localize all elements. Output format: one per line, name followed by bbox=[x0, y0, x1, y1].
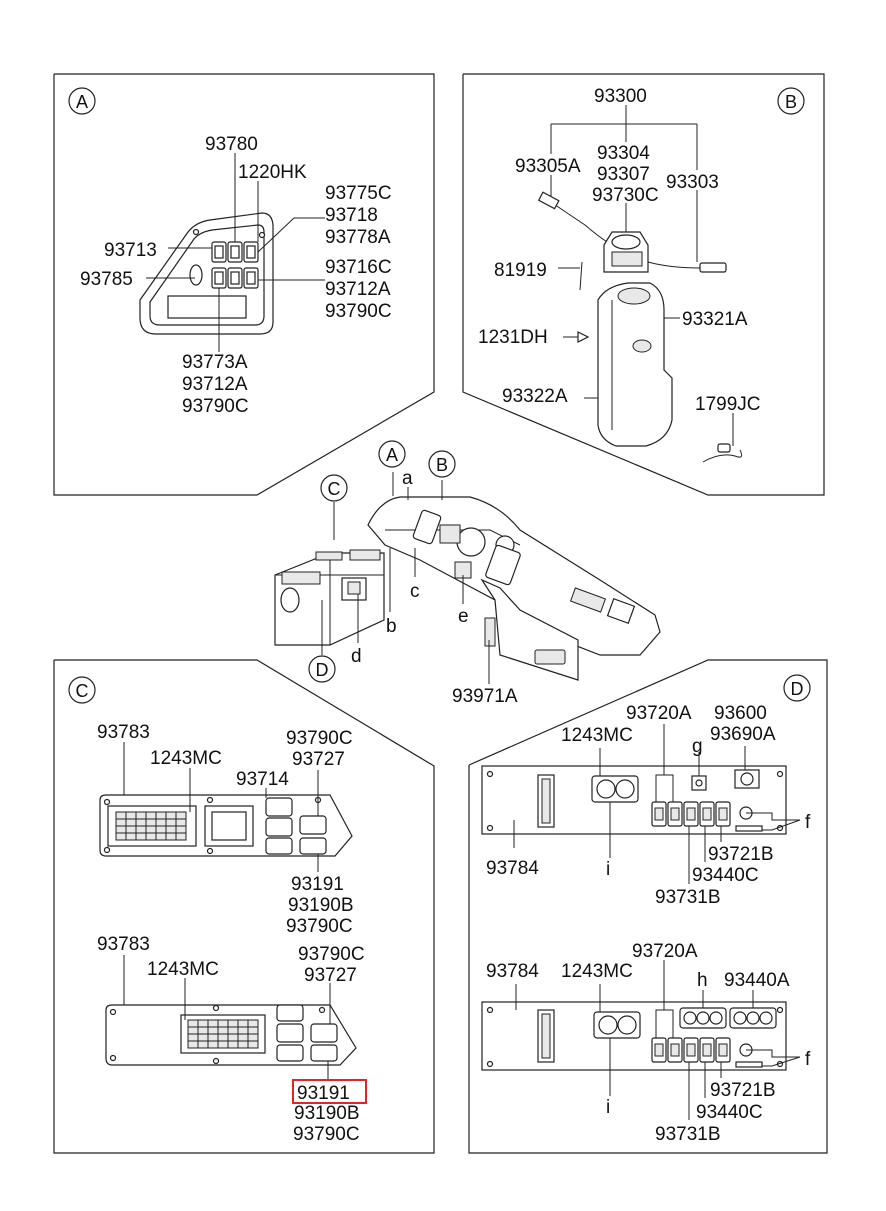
panel-d-letter: D bbox=[791, 679, 804, 699]
letter-a: a bbox=[402, 468, 413, 489]
center-dashboard: A B C D a b c d e 93971A bbox=[274, 440, 661, 707]
label-c-5: 93191 bbox=[291, 874, 344, 895]
panel-b-letter: B bbox=[785, 92, 797, 112]
label-c-7: 93790C bbox=[286, 916, 353, 937]
label-c-9: 1243MC bbox=[147, 959, 219, 980]
label-a-12: 93790C bbox=[182, 396, 249, 417]
label-b-1: 93305A bbox=[515, 156, 581, 177]
label-a-3: 93718 bbox=[325, 205, 378, 226]
label-b-4: 93730C bbox=[592, 185, 659, 206]
label-d-20: 93731B bbox=[655, 1124, 721, 1145]
panel-c-letter: C bbox=[76, 681, 89, 701]
label-d-17: i bbox=[606, 1097, 610, 1118]
callout-b-badge bbox=[428, 450, 456, 478]
label-c-14: 93790C bbox=[293, 1124, 360, 1145]
label-d-7: i bbox=[606, 859, 610, 880]
letter-e: e bbox=[458, 606, 469, 627]
label-d-10: 93731B bbox=[655, 887, 721, 908]
label-d-19: 93440C bbox=[696, 1102, 763, 1123]
letter-c: c bbox=[410, 581, 420, 602]
label-a-2: 93775C bbox=[325, 183, 392, 204]
label-b-9: 93322A bbox=[502, 386, 568, 407]
highlight-93191[interactable] bbox=[292, 1079, 367, 1104]
label-c-4: 93714 bbox=[236, 769, 289, 790]
callout-b: B bbox=[436, 455, 448, 475]
panel-d: D 9 bbox=[468, 659, 828, 1154]
label-d-11: 93720A bbox=[632, 941, 698, 962]
label-d-16: f bbox=[805, 1049, 811, 1070]
callout-d-badge bbox=[308, 655, 336, 683]
label-d-18: 93721B bbox=[710, 1080, 776, 1101]
label-a-1: 1220HK bbox=[238, 162, 307, 183]
label-d-5: f bbox=[805, 812, 811, 833]
letter-b: b bbox=[386, 616, 397, 637]
label-c-1: 1243MC bbox=[150, 748, 222, 769]
label-c-12-highlighted[interactable]: 93191 bbox=[297, 1083, 350, 1104]
label-a-5: 93713 bbox=[104, 240, 157, 261]
callout-a: A bbox=[386, 445, 398, 465]
callout-a-badge bbox=[378, 440, 406, 468]
label-d-9: 93440C bbox=[692, 865, 759, 886]
label-d-15: 93440A bbox=[724, 970, 790, 991]
panel-c-badge bbox=[68, 676, 96, 704]
panel-b: B 93300 933 bbox=[462, 73, 825, 496]
panel-a: A 93780 1220HK 93775C 93718 93778A 937 bbox=[53, 73, 435, 496]
label-a-10: 93773A bbox=[182, 352, 248, 373]
label-b-2: 93304 bbox=[597, 143, 650, 164]
label-a-11: 93712A bbox=[182, 374, 248, 395]
panel-b-badge bbox=[777, 87, 805, 115]
label-c-10: 93790C bbox=[298, 944, 365, 965]
label-a-6: 93785 bbox=[80, 269, 133, 290]
panel-d-badge bbox=[783, 674, 811, 702]
label-93971a: 93971A bbox=[452, 686, 518, 707]
panel-c: C 93783 1243MC 93790C 93727 93714 93191 … bbox=[53, 659, 435, 1154]
label-d-12: 93784 bbox=[486, 961, 539, 982]
label-b-0: 93300 bbox=[594, 86, 647, 107]
label-b-3: 93307 bbox=[597, 164, 650, 185]
label-c-11: 93727 bbox=[304, 965, 357, 986]
label-a-8: 93712A bbox=[325, 279, 391, 300]
panel-a-letter: A bbox=[76, 92, 88, 112]
label-d-4: g bbox=[692, 736, 703, 757]
label-c-3: 93727 bbox=[292, 749, 345, 770]
callout-d: D bbox=[316, 660, 329, 680]
callout-c: C bbox=[328, 479, 341, 499]
label-c-13: 93190B bbox=[294, 1103, 360, 1124]
label-d-13: 1243MC bbox=[561, 961, 633, 982]
panel-a-badge bbox=[68, 87, 96, 115]
label-b-7: 93321A bbox=[682, 309, 748, 330]
label-b-5: 93303 bbox=[666, 172, 719, 193]
letter-d: d bbox=[351, 646, 362, 667]
label-b-6: 81919 bbox=[494, 260, 547, 281]
label-c-0: 93783 bbox=[97, 722, 150, 743]
label-d-14: h bbox=[697, 970, 708, 991]
label-a-0: 93780 bbox=[205, 134, 258, 155]
label-d-3: 1243MC bbox=[561, 725, 633, 746]
label-c-8: 93783 bbox=[97, 934, 150, 955]
label-a-4: 93778A bbox=[325, 227, 391, 248]
label-d-2: 93690A bbox=[710, 724, 776, 745]
label-c-2: 93790C bbox=[286, 728, 353, 749]
label-a-9: 93790C bbox=[325, 301, 392, 322]
label-d-8: 93721B bbox=[708, 844, 774, 865]
callout-c-badge bbox=[320, 474, 348, 502]
label-b-10: 1799JC bbox=[695, 394, 761, 415]
label-a-7: 93716C bbox=[325, 257, 392, 278]
label-c-6: 93190B bbox=[288, 895, 354, 916]
label-d-0: 93720A bbox=[626, 703, 692, 724]
label-d-6: 93784 bbox=[486, 858, 539, 879]
label-b-8: 1231DH bbox=[478, 327, 548, 348]
label-d-1: 93600 bbox=[714, 703, 767, 724]
